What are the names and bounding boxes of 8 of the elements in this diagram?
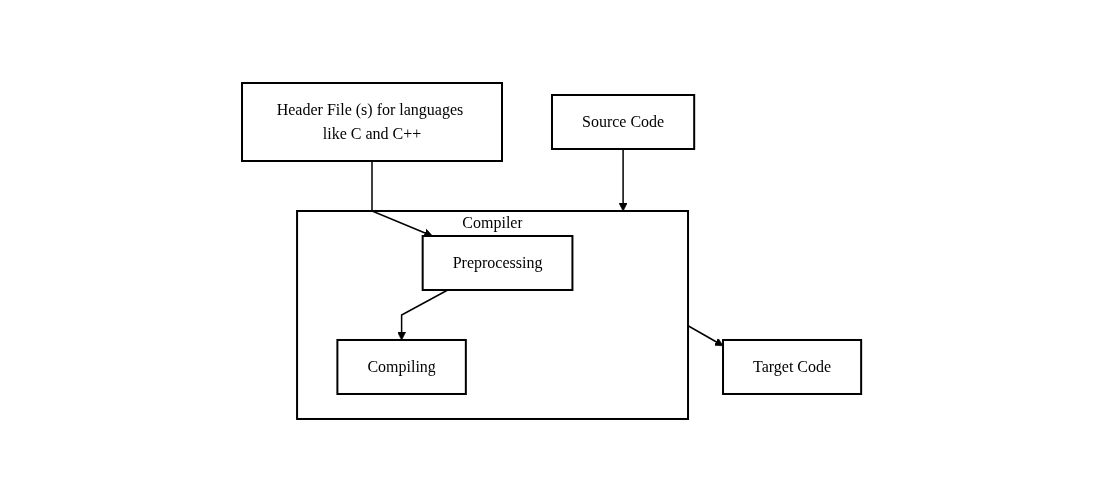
arrow — [371, 159, 433, 237]
node-box: Compiling — [336, 338, 467, 395]
node-box: Source Code — [550, 93, 696, 150]
arrow — [618, 147, 628, 211]
arrow — [397, 288, 449, 340]
node-box: Target Code — [721, 338, 863, 395]
node-box: Preprocessing — [421, 234, 574, 291]
node-box: Header File (s) for languages like C and C++ — [240, 81, 503, 162]
